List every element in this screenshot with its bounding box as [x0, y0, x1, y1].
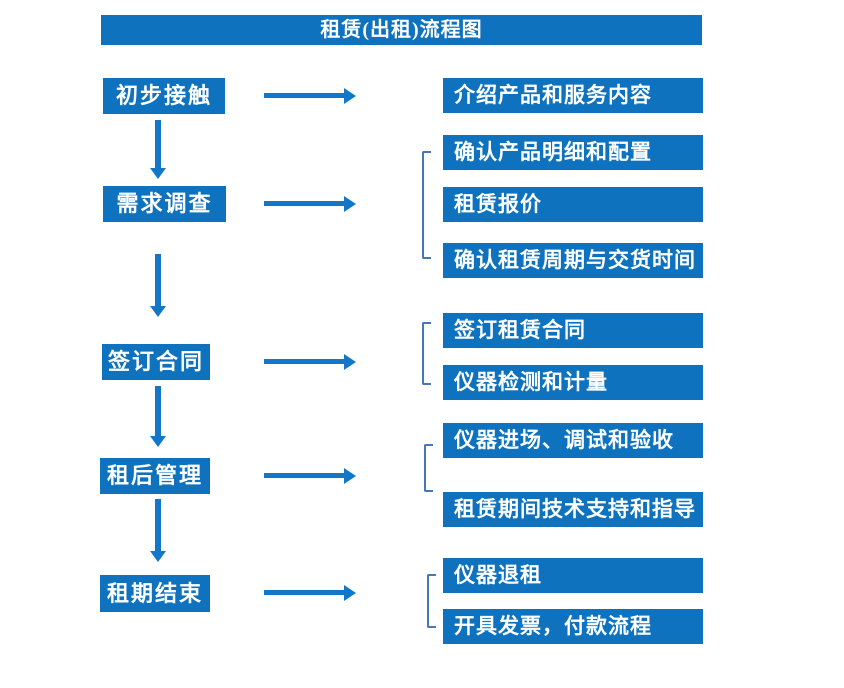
output-box-introduce-products: 介绍产品和服务内容 [443, 78, 703, 113]
right-arrow-shaft [264, 359, 345, 364]
step-box-sign-contract: 签订合同 [102, 344, 210, 380]
right-arrow-5 [264, 585, 356, 601]
right-arrow-head [344, 468, 356, 484]
output-box-invoice-payment: 开具发票，付款流程 [443, 609, 703, 644]
right-arrow-head [344, 354, 356, 370]
right-arrow-head [344, 585, 356, 601]
output-box-confirm-period-delivery: 确认租赁周期与交货时间 [443, 243, 703, 278]
down-arrow-shaft [155, 254, 161, 306]
down-arrow-1 [150, 120, 166, 179]
right-arrow-4 [264, 468, 356, 484]
output-box-instrument-return: 仪器退租 [443, 558, 703, 593]
flowchart-title: 租赁(出租)流程图 [101, 15, 702, 45]
step-box-demand-survey: 需求调查 [103, 186, 226, 222]
down-arrow-shaft [155, 499, 161, 551]
step-box-rental-end: 租期结束 [100, 575, 210, 612]
down-arrow-head [150, 436, 166, 447]
right-arrow-1 [264, 88, 356, 104]
right-arrow-2 [264, 196, 356, 212]
down-arrow-shaft [155, 120, 161, 168]
right-arrow-head [344, 88, 356, 104]
group-bracket-demand-survey [422, 151, 431, 259]
right-arrow-shaft [264, 201, 345, 206]
down-arrow-head [150, 551, 166, 562]
output-box-sign-rental-contract: 签订租赁合同 [443, 313, 703, 348]
group-bracket-rental-end [427, 574, 436, 628]
output-box-technical-support: 租赁期间技术支持和指导 [443, 492, 703, 527]
right-arrow-3 [264, 354, 356, 370]
group-bracket-post-rental [424, 444, 433, 492]
step-box-post-rental-management: 租后管理 [100, 458, 210, 494]
down-arrow-head [150, 168, 166, 179]
right-arrow-shaft [264, 473, 345, 478]
output-box-confirm-product-details: 确认产品明细和配置 [443, 135, 703, 170]
down-arrow-4 [150, 499, 166, 562]
down-arrow-2 [150, 254, 166, 317]
output-box-instrument-testing: 仪器检测和计量 [443, 365, 703, 400]
step-box-initial-contact: 初步接触 [103, 78, 225, 114]
down-arrow-shaft [155, 386, 161, 436]
output-box-instrument-setup: 仪器进场、调试和验收 [443, 423, 703, 458]
right-arrow-shaft [264, 590, 345, 595]
down-arrow-3 [150, 386, 166, 447]
down-arrow-head [150, 306, 166, 317]
output-box-rental-quotation: 租赁报价 [443, 187, 703, 222]
group-bracket-sign-contract [422, 322, 431, 385]
right-arrow-shaft [264, 93, 345, 98]
right-arrow-head [344, 196, 356, 212]
